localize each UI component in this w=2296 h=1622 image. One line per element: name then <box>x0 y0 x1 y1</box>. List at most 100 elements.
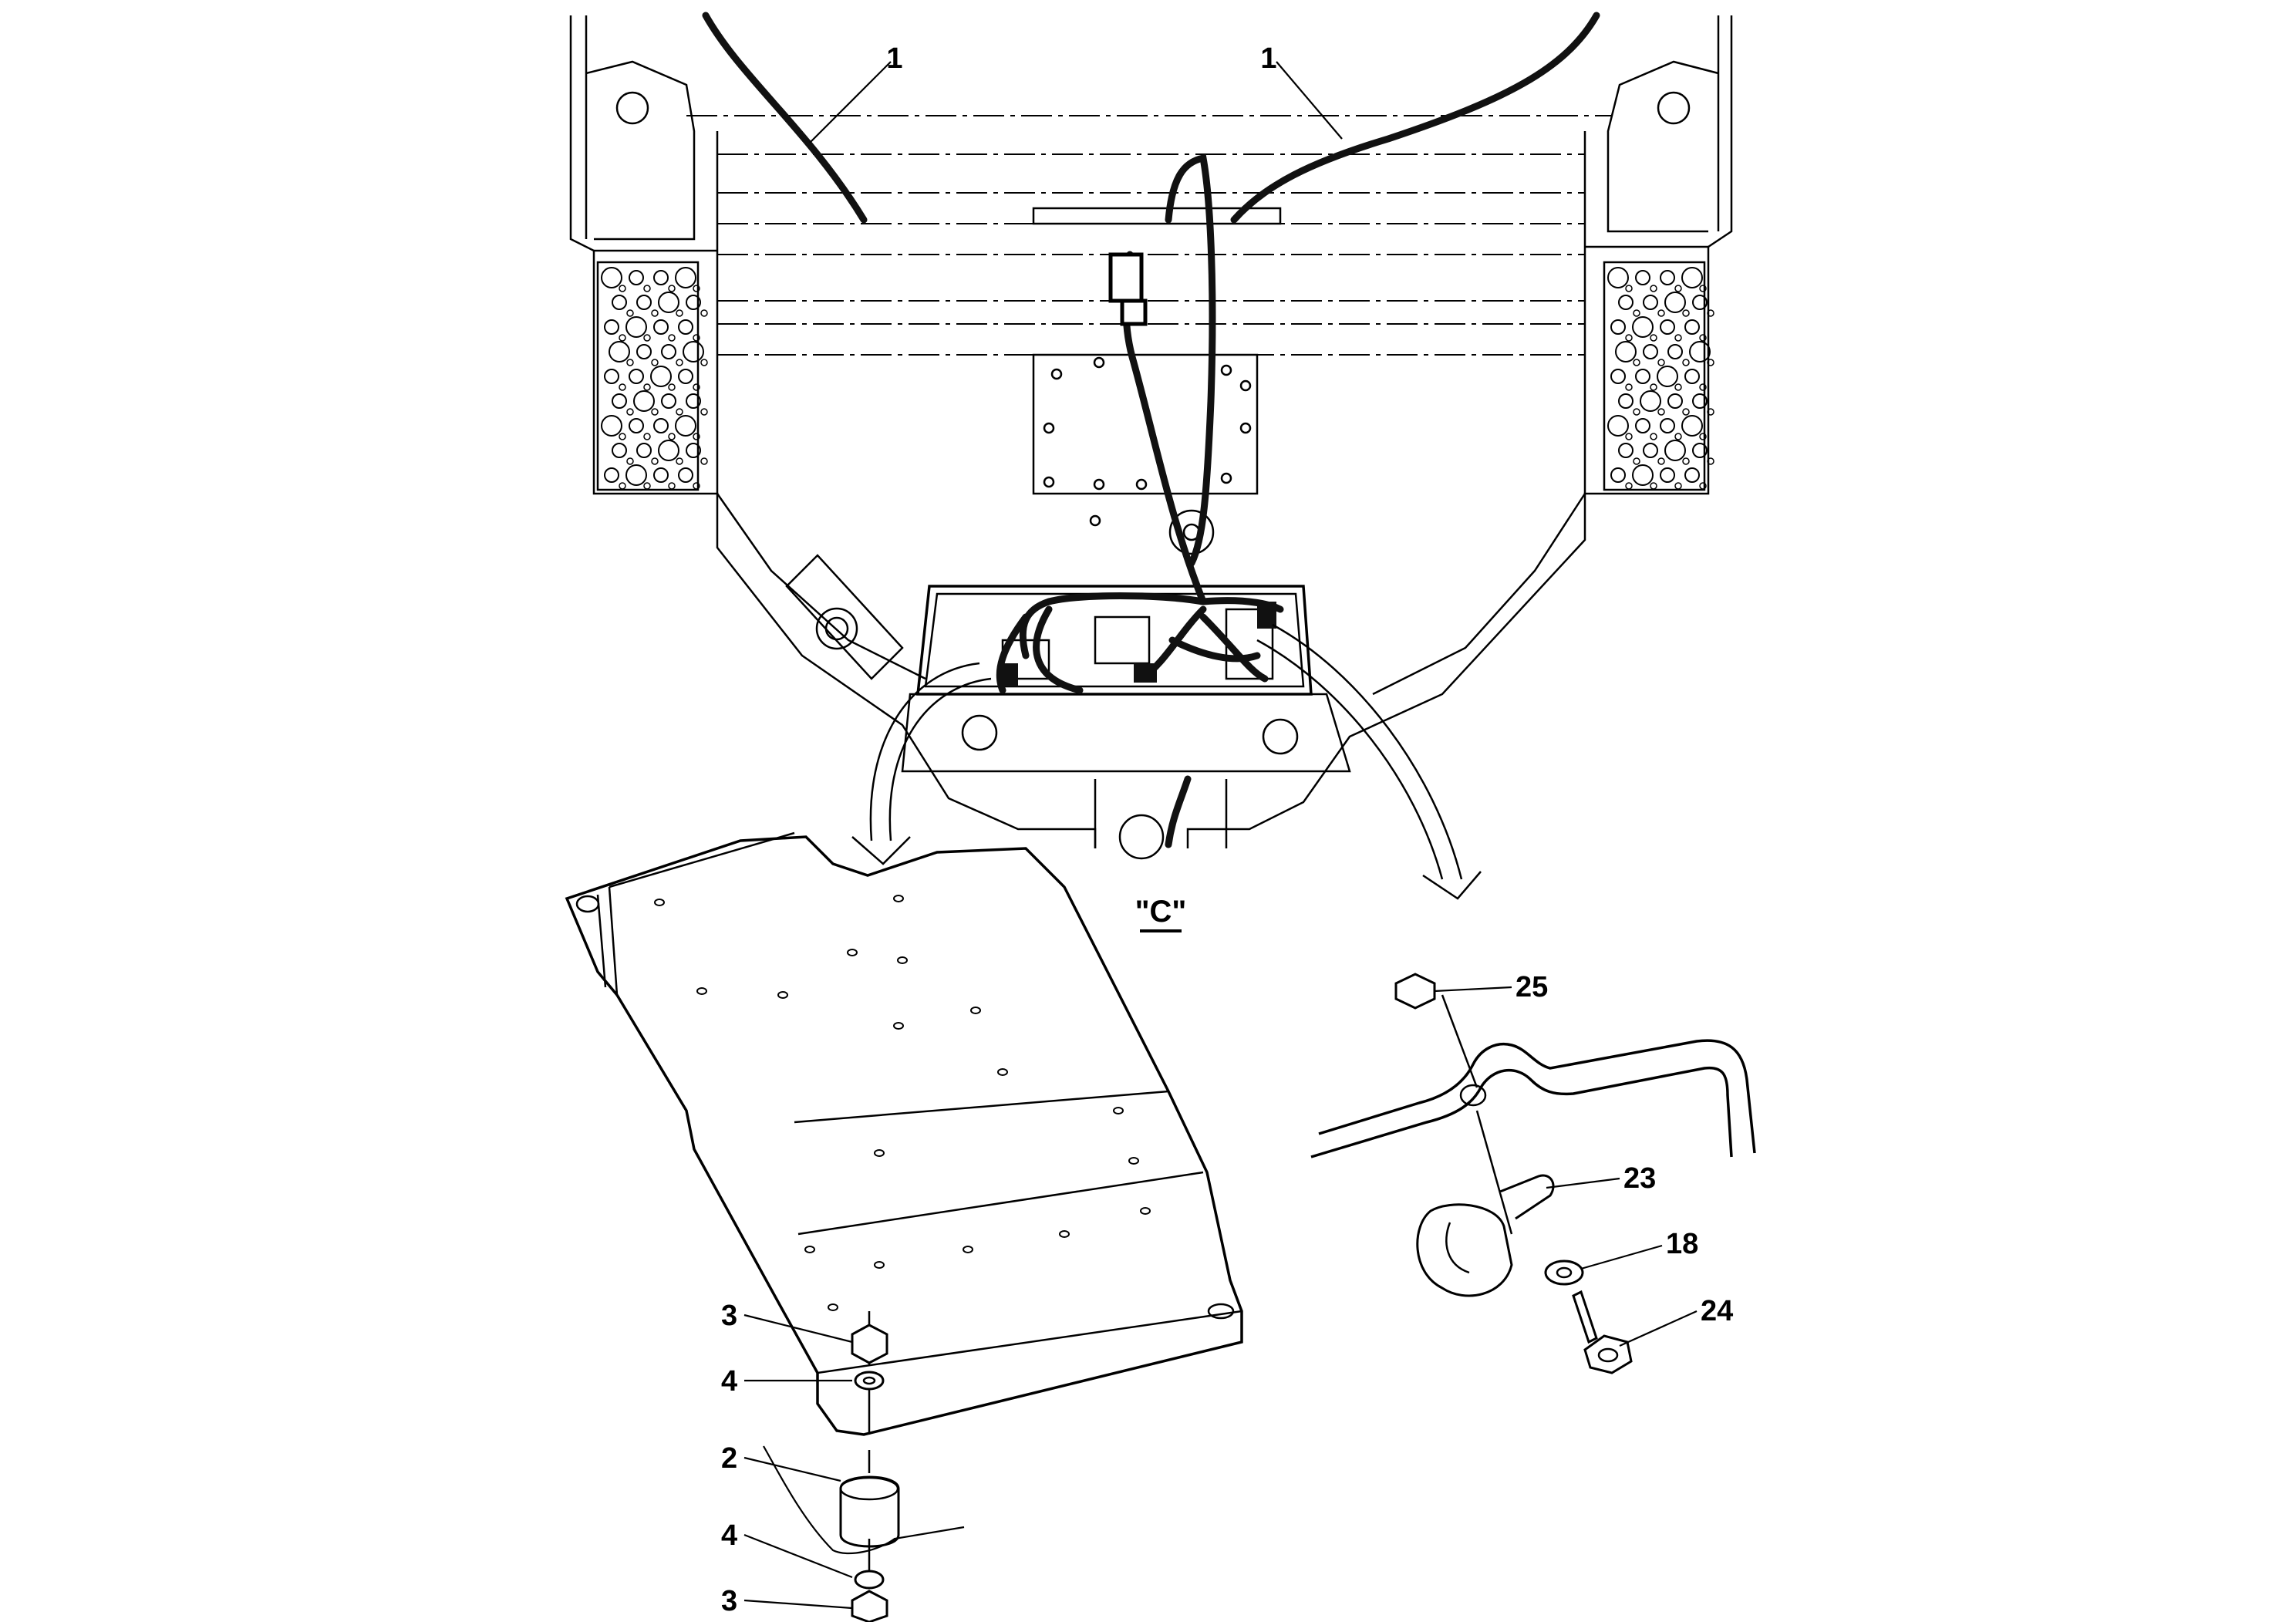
perforation-hole <box>650 366 672 387</box>
perforation-dot <box>1657 309 1665 317</box>
perforation-dot <box>619 433 626 440</box>
perforation-hole <box>1635 418 1650 433</box>
callout-1-right: 1 <box>1260 42 1276 75</box>
perforation-hole <box>1643 295 1658 310</box>
plate-hole <box>970 1007 981 1014</box>
perforation-hole <box>678 369 693 384</box>
plate-hole <box>777 991 788 999</box>
perforation-hole <box>633 390 655 412</box>
perforation-dot <box>619 482 626 490</box>
perforation-hole <box>612 295 627 310</box>
perforation-hole <box>1643 344 1658 359</box>
perforation-dot <box>693 433 700 440</box>
perforation-hole <box>1610 319 1626 335</box>
bracket-plate-holes <box>654 895 1151 1311</box>
perforation-dot <box>1633 359 1640 366</box>
perforation-dot <box>1682 359 1690 366</box>
perforation-dot <box>651 309 659 317</box>
perforation-hole <box>629 270 644 285</box>
perforation-dot <box>668 334 676 342</box>
perforation-hole <box>1635 369 1650 384</box>
perforation-hole <box>658 440 679 461</box>
perforation-dot <box>643 482 651 490</box>
fastener-stack <box>839 1311 900 1622</box>
perforation-hole <box>601 415 622 437</box>
perforation-dot <box>1699 433 1707 440</box>
perforation-hole <box>629 369 644 384</box>
perforation-hole <box>612 393 627 409</box>
perforation-dot <box>619 285 626 292</box>
perforation-hole <box>1667 393 1683 409</box>
perforation-hole <box>653 319 669 335</box>
perforation-hole <box>1657 366 1678 387</box>
perforation-hole <box>678 319 693 335</box>
perforation-dot <box>693 334 700 342</box>
plate-hole <box>893 1022 904 1030</box>
perforation-hole <box>686 295 701 310</box>
perforation-hole <box>686 443 701 458</box>
perforation-dot <box>1682 408 1690 416</box>
callout-1-left: 1 <box>886 42 902 75</box>
perforation-dot <box>651 408 659 416</box>
plate-hole <box>1059 1230 1070 1238</box>
perforation-hole <box>1610 369 1626 384</box>
perforation-hole <box>1660 418 1675 433</box>
callout-18: 18 <box>1666 1228 1698 1260</box>
perforation-hole <box>1681 415 1703 437</box>
perforation-dot <box>693 285 700 292</box>
plate-hole <box>963 1246 973 1253</box>
plate-hole <box>1128 1157 1139 1165</box>
perforation-dot <box>1625 482 1633 490</box>
perforation-dot <box>700 359 708 366</box>
plate-hole <box>847 949 858 956</box>
perforation-hole <box>1667 344 1683 359</box>
perforation-hole <box>636 295 652 310</box>
perforation-hole <box>653 467 669 483</box>
perforation-hole <box>1692 393 1708 409</box>
callout-23: 23 <box>1623 1162 1656 1195</box>
perforation-dot <box>643 433 651 440</box>
perforation-hole <box>604 467 619 483</box>
perforation-dot <box>1699 383 1707 391</box>
perforation-dot <box>1625 433 1633 440</box>
perforation-hole <box>625 464 647 486</box>
perforation-dot <box>1699 482 1707 490</box>
perforation-dot <box>1657 457 1665 465</box>
perforation-hole <box>661 344 676 359</box>
perforation-hole <box>1664 440 1686 461</box>
perforation-hole <box>678 467 693 483</box>
plate-hole <box>897 956 908 964</box>
perforation-dot <box>1625 383 1633 391</box>
perforation-hole <box>675 415 696 437</box>
perforation-hole <box>636 344 652 359</box>
plate-hole <box>1140 1207 1151 1215</box>
perforation-hole <box>604 369 619 384</box>
perforation-dot <box>619 383 626 391</box>
perforation-dot <box>1674 482 1682 490</box>
plate-hole <box>696 987 707 995</box>
perforation-hole <box>1610 467 1626 483</box>
perforation-hole <box>1607 267 1629 288</box>
view-label: "C" <box>1135 895 1187 929</box>
perforation-hole <box>1615 341 1637 363</box>
callout-25: 25 <box>1515 971 1548 1003</box>
perforation-dot <box>668 482 676 490</box>
perforation-hole <box>1684 369 1700 384</box>
perforation-hole <box>1640 390 1661 412</box>
mounting-bracket-plate <box>565 831 1243 1436</box>
perforation-dot <box>1707 359 1714 366</box>
perforated-panel-left <box>601 267 708 490</box>
perforation-dot <box>676 359 683 366</box>
perforation-hole <box>1660 467 1675 483</box>
perforation-dot <box>700 408 708 416</box>
perforation-hole <box>1664 292 1686 313</box>
perforation-hole <box>661 393 676 409</box>
plate-hole <box>874 1261 885 1269</box>
perforation-hole <box>1660 270 1675 285</box>
perforation-hole <box>636 443 652 458</box>
plate-hole <box>1113 1107 1124 1114</box>
perforation-dot <box>1625 285 1633 292</box>
perforation-dot <box>676 408 683 416</box>
perforation-hole <box>609 341 630 363</box>
perforation-dot <box>1707 457 1714 465</box>
